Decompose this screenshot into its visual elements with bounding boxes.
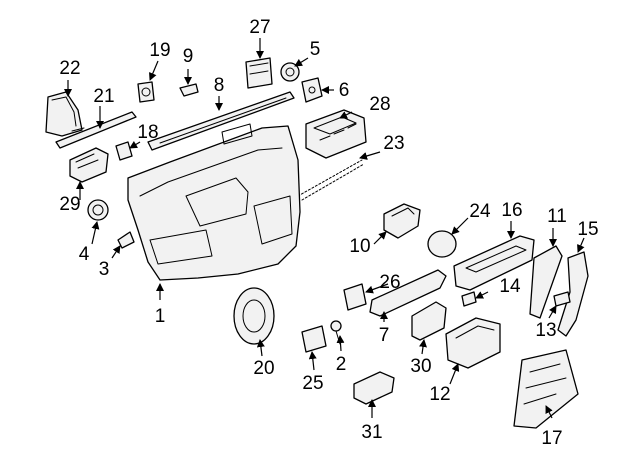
callout-17: 17 [541, 428, 562, 449]
part-9-bumper [179, 83, 199, 97]
part-13-cover [553, 291, 571, 307]
callout-2: 2 [336, 354, 347, 375]
callout-numbers: 1 2 3 4 5 6 7 8 9 10 11 12 13 14 15 16 1… [59, 17, 598, 449]
part-16-armrest [453, 235, 535, 291]
part-28-window-switch [305, 109, 367, 159]
callout-18: 18 [137, 122, 158, 143]
callout-12: 12 [429, 384, 450, 405]
callout-13: 13 [535, 320, 556, 341]
part-8-weatherstrip [147, 91, 295, 151]
callout-20: 20 [253, 358, 274, 379]
callout-24: 24 [469, 201, 491, 222]
callout-7: 7 [379, 325, 390, 346]
part-5-knob [280, 62, 300, 82]
callout-5: 5 [310, 39, 321, 60]
part-10-bracket [383, 203, 421, 239]
callout-27: 27 [249, 17, 270, 38]
part-18-clip [115, 141, 133, 161]
callout-1: 1 [155, 306, 166, 327]
callout-9: 9 [183, 46, 194, 67]
callout-3: 3 [99, 259, 110, 280]
callout-8: 8 [214, 75, 225, 96]
callout-31: 31 [361, 422, 382, 443]
callout-6: 6 [339, 80, 350, 101]
part-21-belt-molding [55, 111, 137, 149]
part-22-mirror-trim [45, 91, 85, 137]
part-2-screw [330, 320, 342, 345]
part-20-speaker [233, 287, 275, 345]
callout-30: 30 [410, 356, 431, 377]
callout-21: 21 [93, 86, 114, 107]
callout-10: 10 [349, 236, 370, 257]
callout-16: 16 [501, 200, 522, 221]
part-24-cover [427, 230, 457, 258]
part-27-switch [245, 57, 273, 89]
callout-14: 14 [499, 276, 521, 297]
part-30-pocket [411, 301, 447, 341]
part-1-door-panel [127, 123, 301, 281]
part-31-handle [353, 371, 395, 405]
part-7-armrest-pad [369, 269, 447, 317]
callout-11: 11 [547, 206, 567, 227]
part-3-pin [117, 231, 135, 249]
callout-19: 19 [149, 40, 170, 61]
part-4-grommet [87, 199, 109, 221]
callout-22: 22 [59, 58, 80, 79]
part-6-bracket [301, 77, 323, 103]
part-11-handle [529, 245, 563, 319]
part-19-clip [137, 81, 155, 103]
callout-4: 4 [79, 244, 90, 265]
part-12-storage-bin [445, 317, 501, 369]
part-26-switch [343, 283, 367, 311]
part-29-switch-panel [69, 147, 109, 183]
part-25-knob [301, 325, 327, 353]
callout-29: 29 [59, 194, 80, 215]
callout-15: 15 [577, 219, 598, 240]
callout-25: 25 [302, 373, 323, 394]
callout-28: 28 [369, 94, 390, 115]
leader-lines [64, 38, 585, 419]
part-17-panel [513, 349, 579, 429]
part-14-clip [461, 291, 477, 307]
part-23-cable [297, 159, 365, 201]
callout-26: 26 [379, 272, 400, 293]
callout-23: 23 [383, 133, 404, 154]
